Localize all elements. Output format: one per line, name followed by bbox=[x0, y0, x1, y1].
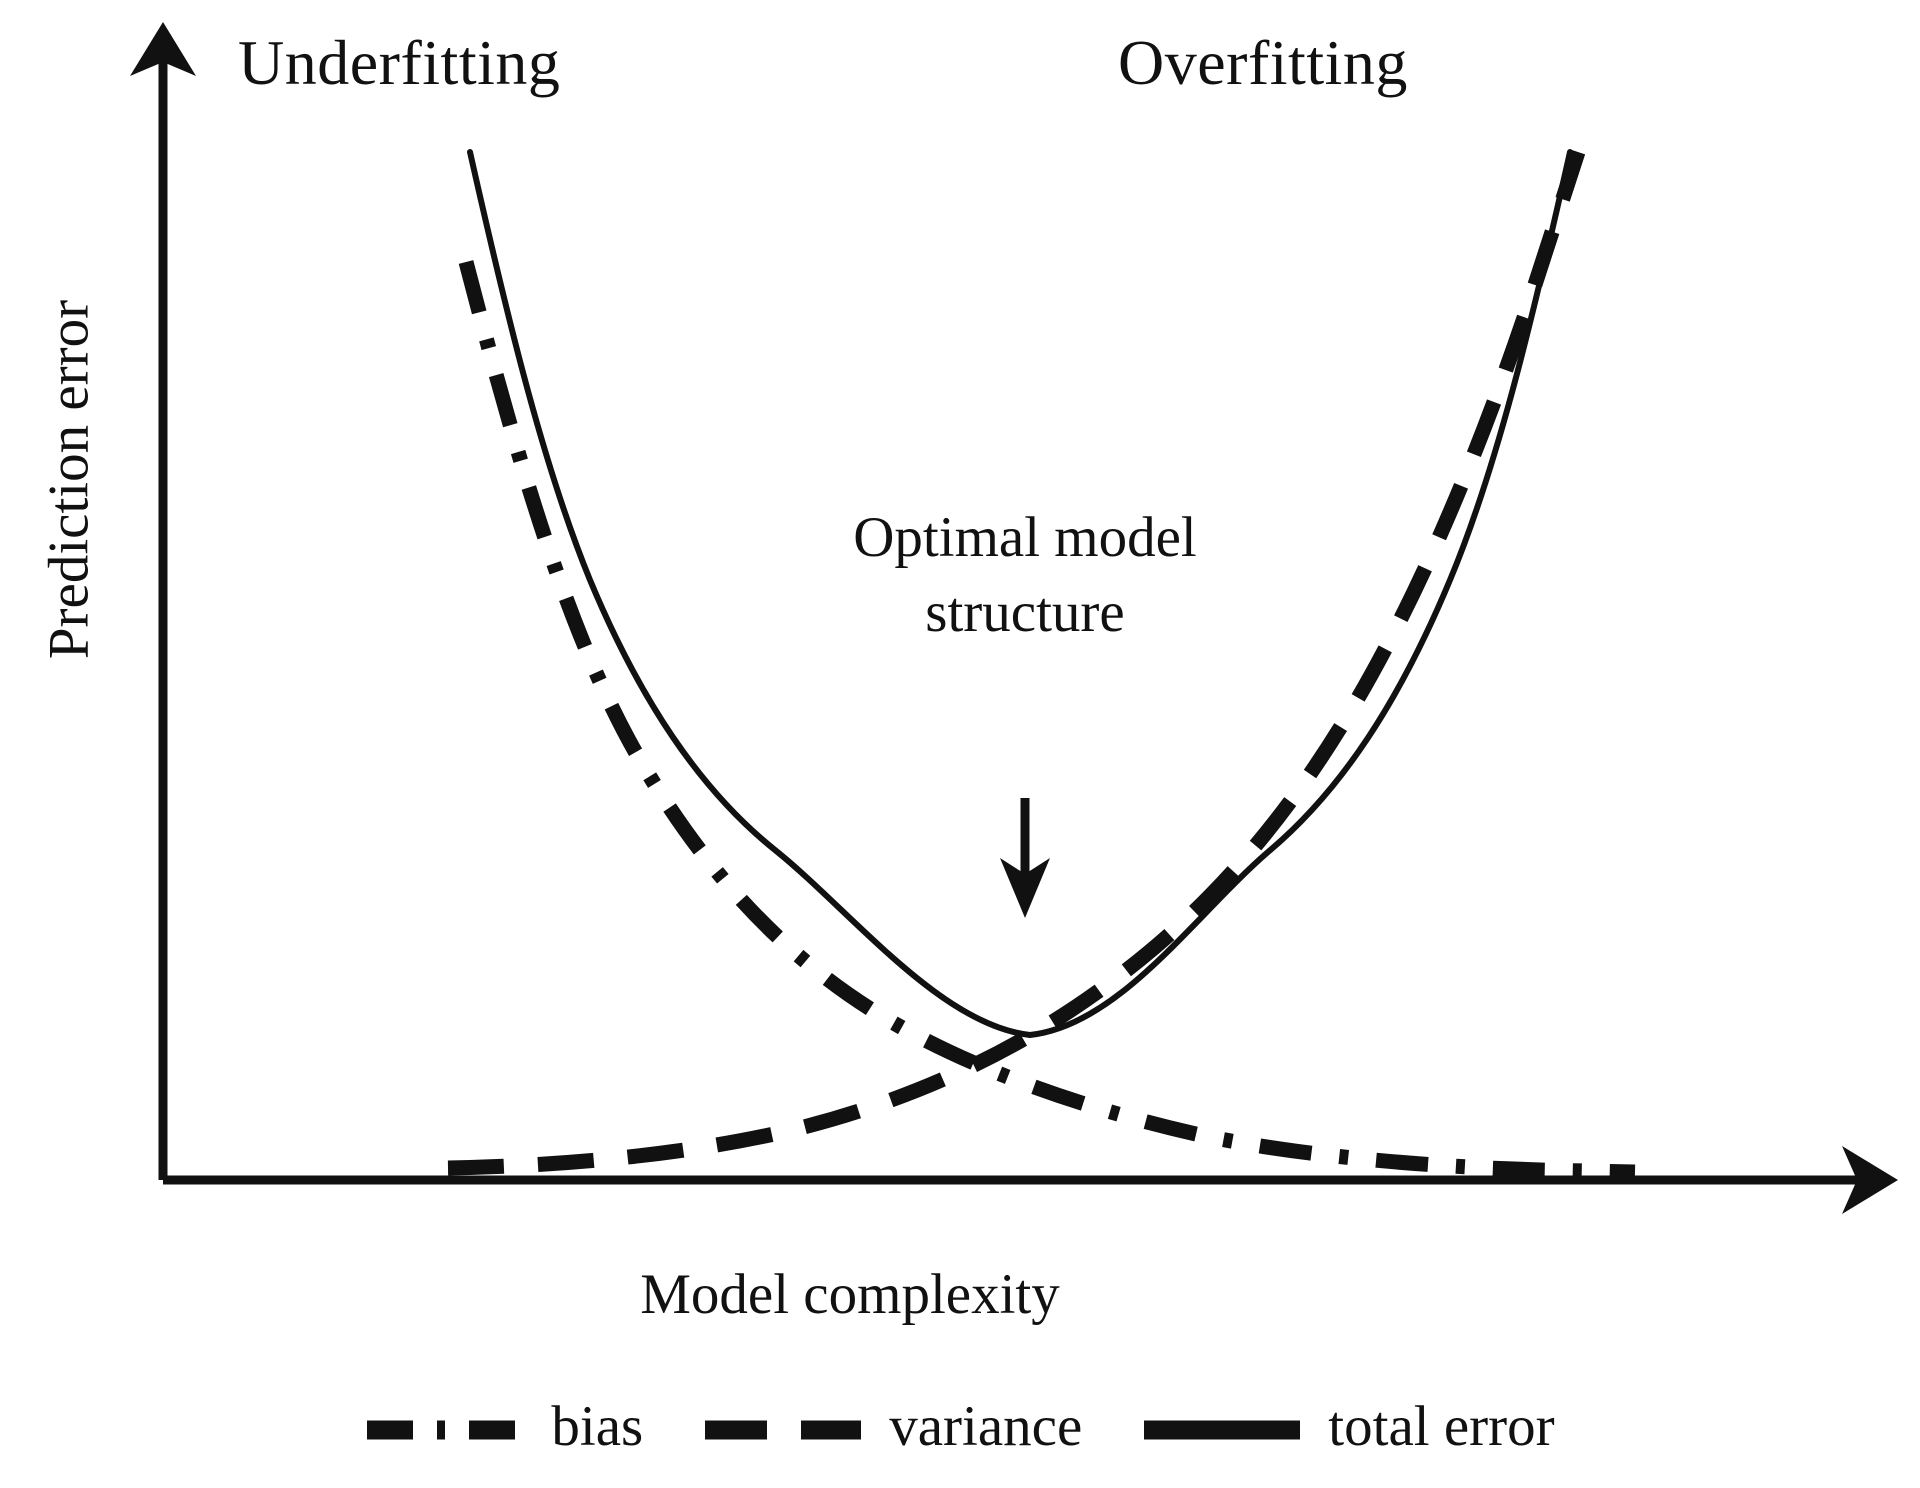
solid-swatch-icon bbox=[1144, 1420, 1301, 1439]
chart-legend: bias variance total error bbox=[0, 1398, 1920, 1461]
dashed-swatch-icon bbox=[705, 1420, 862, 1439]
series-variance-curve bbox=[447, 149, 1586, 1176]
dashdot-swatch-icon bbox=[367, 1420, 524, 1439]
legend-item-variance[interactable]: variance bbox=[703, 1398, 1082, 1461]
region-label-underfitting: Underfitting bbox=[238, 27, 561, 98]
y-axis-arrow-icon bbox=[130, 22, 196, 76]
optimal-annotation-line1: Optimal model bbox=[853, 506, 1197, 569]
legend-label-total-error: total error bbox=[1328, 1395, 1555, 1458]
y-axis-label: Prediction error bbox=[37, 299, 101, 660]
legend-item-total-error[interactable]: total error bbox=[1142, 1395, 1555, 1461]
series-total-error-curve bbox=[467, 149, 1573, 1039]
optimal-pointer-arrow-icon bbox=[1000, 858, 1050, 918]
x-axis-arrow-icon bbox=[1842, 1146, 1898, 1214]
series-bias-curve bbox=[458, 260, 1636, 1180]
region-label-overfitting: Overfitting bbox=[1118, 27, 1408, 98]
legend-item-bias[interactable]: bias bbox=[365, 1398, 643, 1461]
optimal-annotation: Optimal model structure bbox=[600, 500, 1450, 650]
legend-label-bias: bias bbox=[551, 1395, 644, 1458]
legend-label-variance: variance bbox=[889, 1395, 1083, 1458]
x-axis-label: Model complexity bbox=[640, 1263, 1060, 1326]
optimal-annotation-line2: structure bbox=[925, 581, 1125, 645]
